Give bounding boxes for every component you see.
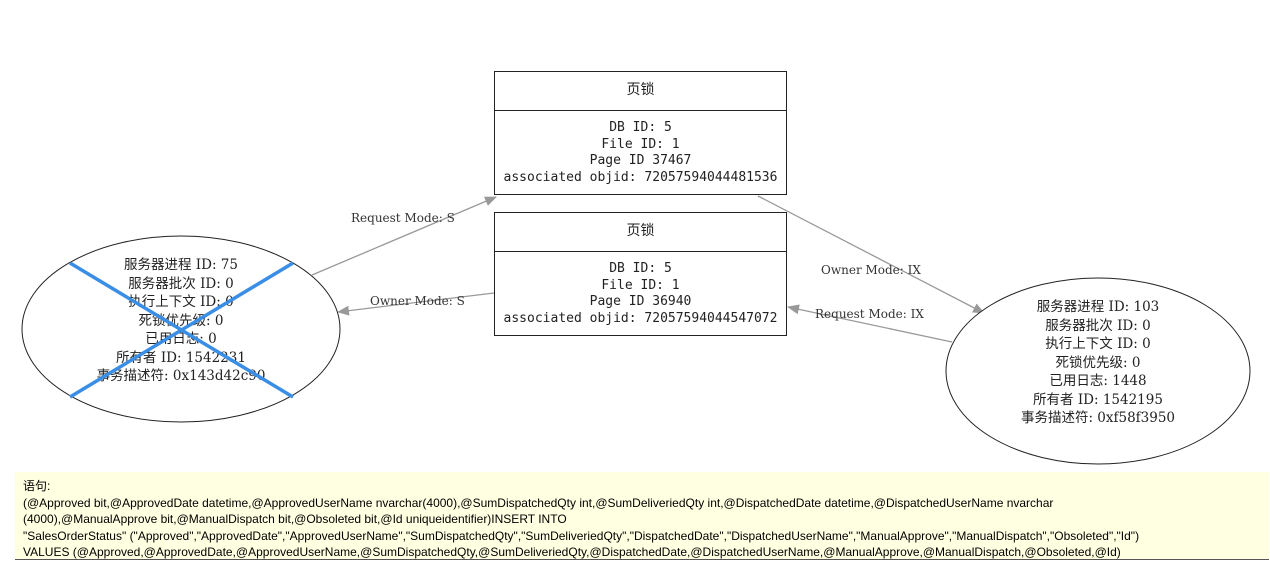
process-context-id: 执行上下文 ID: 0 [128, 294, 234, 310]
process-deadlock-priority: 死锁优先级: 0 [1055, 354, 1141, 371]
resource-title: 页锁 [495, 72, 786, 111]
process-owner-id: 所有者 ID: 1542231 [116, 349, 246, 366]
resource-objid: associated objid: 72057594044547072 [503, 310, 778, 326]
edge-owner-s [337, 292, 495, 316]
edge-owner-ix [757, 195, 985, 314]
statement-line: (4000),@ManualApprove bit,@ManualDispatc… [23, 512, 567, 526]
edge-request-ix [787, 304, 953, 343]
resource-details: DB ID: 5 File ID: 1 Page ID 36940 associ… [495, 252, 786, 327]
resource-db-id: DB ID: 5 [609, 120, 672, 135]
edge-label-request-ix: Request Mode: IX [815, 307, 924, 321]
resource-title: 页锁 [495, 213, 786, 252]
statement-panel: 语句: (@Approved bit,@ApprovedDate datetim… [15, 472, 1269, 560]
edge-label-request-s: Request Mode: S [351, 211, 455, 225]
process-node-103[interactable] [945, 277, 1251, 465]
process-deadlock-priority: 死锁优先级: 0 [138, 312, 224, 329]
process-103-details: 服务器进程 ID: 103 服务器批次 ID: 0 执行上下文 ID: 0 死锁… [976, 298, 1220, 428]
resource-node-page-lock-1[interactable]: 页锁 DB ID: 5 File ID: 1 Page ID 37467 ass… [494, 71, 787, 195]
resource-file-id: File ID: 1 [601, 136, 680, 152]
process-spid: 服务器进程 ID: 103 [1036, 299, 1160, 315]
resource-db-id: DB ID: 5 [609, 261, 672, 276]
process-transaction-descriptor: 事务描述符: 0x143d42c90 [96, 368, 266, 384]
process-batch-id: 服务器批次 ID: 0 [1045, 317, 1151, 334]
resource-details: DB ID: 5 File ID: 1 Page ID 37467 associ… [495, 111, 786, 186]
resource-node-page-lock-2[interactable]: 页锁 DB ID: 5 File ID: 1 Page ID 36940 ass… [494, 212, 787, 336]
edge-request-s [311, 196, 497, 276]
statement-label: 语句: [23, 479, 51, 493]
process-owner-id: 所有者 ID: 1542195 [1033, 391, 1163, 408]
edge-label-owner-ix: Owner Mode: IX [821, 263, 921, 277]
statement-line: (@Approved bit,@ApprovedDate datetime,@A… [23, 495, 1054, 510]
process-context-id: 执行上下文 ID: 0 [1045, 336, 1151, 352]
resource-file-id: File ID: 1 [601, 277, 680, 293]
process-75-details: 服务器进程 ID: 75 服务器批次 ID: 0 执行上下文 ID: 0 死锁优… [60, 256, 302, 386]
process-transaction-descriptor: 事务描述符: 0xf58f3950 [1020, 410, 1176, 426]
resource-page-id: Page ID 37467 [589, 153, 692, 168]
process-spid: 服务器进程 ID: 75 [124, 257, 238, 273]
edge-label-owner-s: Owner Mode: S [370, 294, 465, 308]
process-log-used: 已用日志: 1448 [1049, 373, 1147, 389]
resource-page-id: Page ID 36940 [589, 294, 692, 309]
resource-objid: associated objid: 72057594044481536 [503, 169, 778, 185]
process-batch-id: 服务器批次 ID: 0 [128, 275, 234, 292]
statement-line: "SalesOrderStatus" ("Approved","Approved… [23, 528, 1140, 543]
statement-line: VALUES (@Approved,@ApprovedDate,@Approve… [23, 545, 1121, 559]
process-log-used: 已用日志: 0 [145, 331, 217, 347]
